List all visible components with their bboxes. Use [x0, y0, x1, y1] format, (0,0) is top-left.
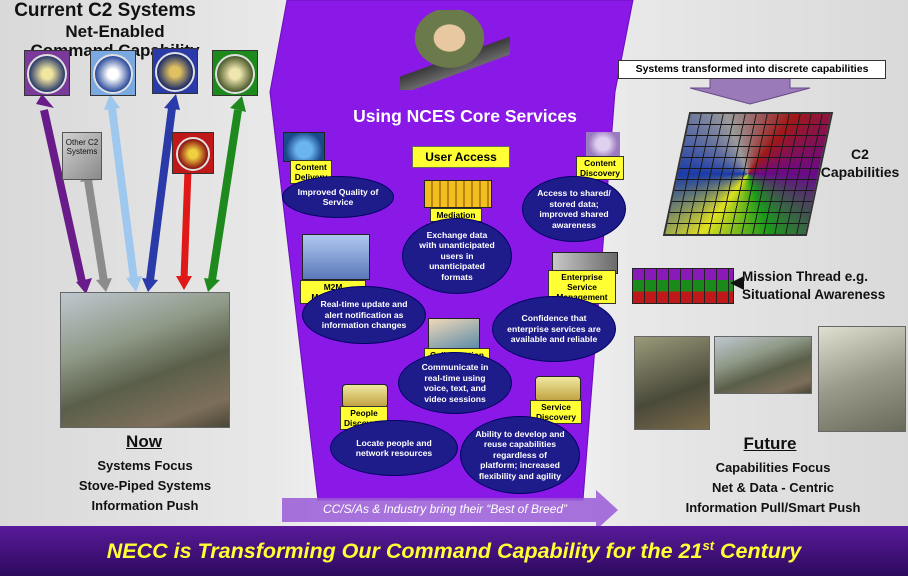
mission-thread-arrow-icon [730, 276, 744, 290]
future-item: Capabilities Focus [715, 460, 831, 475]
command-center-photo-2 [714, 336, 812, 394]
m2m-messaging-bubble: Real-time update and alert notification … [302, 286, 426, 344]
people-discovery-bubble: Locate people and network resources [330, 420, 458, 476]
collaboration-bubble: Communicate in real-time using voice, te… [398, 352, 512, 414]
collaboration-photo [428, 318, 480, 350]
command-center-photo [60, 292, 230, 428]
now-item: Information Push [91, 498, 199, 513]
soldier-photo-2 [818, 326, 906, 432]
service-discovery-book-icon [535, 376, 581, 402]
banner-text: NECC is Transforming Our Command Capabil… [0, 538, 908, 564]
content-discovery-bubble: Access to shared/ stored data; improved … [522, 176, 626, 242]
mediation-icon [424, 180, 492, 208]
navy-seal-icon [152, 48, 198, 94]
people-discovery-book-icon [342, 384, 388, 408]
bottom-banner [0, 526, 908, 576]
future-item: Net & Data - Centric [711, 480, 835, 495]
future-list: Capabilities Focus Net & Data - Centric … [664, 458, 882, 518]
best-of-breed-text: CC/S/As & Industry bring their “Best of … [322, 502, 568, 516]
banner-text-main: NECC is Transforming Our Command Capabil… [106, 539, 703, 564]
mission-thread-label: Mission Thread e.g. Situational Awarenes… [742, 269, 886, 302]
m2m-messaging-icon [302, 234, 370, 280]
current-c2-title: Current C2 Systems [14, 0, 196, 21]
nces-title: Using NCES Core Services [353, 106, 577, 126]
content-discovery-icon [586, 132, 620, 156]
now-list: Systems Focus Stove-Piped Systems Inform… [40, 456, 250, 516]
air-force-seal-icon [90, 50, 136, 96]
other-c2-systems-box: Other C2 Systems [62, 132, 102, 180]
service-discovery-bubble: Ability to develop and reuse capabilitie… [460, 416, 580, 494]
c2-capabilities-label: C2 Capabilities [820, 146, 900, 180]
marines-seal-icon [172, 132, 214, 174]
now-item: Systems Focus [97, 458, 193, 473]
soldier-photo-1 [634, 336, 710, 430]
army-seal-icon [212, 50, 258, 96]
dod-seal-icon [24, 50, 70, 96]
banner-text-end: Century [714, 539, 802, 564]
user-access-label: User Access [412, 146, 510, 168]
globe-icon [283, 132, 325, 162]
mission-thread-blocks [632, 268, 734, 304]
future-item: Information Pull/Smart Push [685, 500, 861, 515]
soldier-laptop-icon [400, 10, 510, 90]
transformed-label: Systems transformed into discrete capabi… [618, 60, 886, 79]
content-delivery-bubble: Improved Quality of Service [282, 176, 394, 218]
now-item: Stove-Piped Systems [78, 478, 212, 493]
banner-text-superscript: st [702, 538, 715, 553]
mediation-bubble: Exchange data with unanticipated users i… [402, 218, 512, 294]
enterprise-service-management-bubble: Confidence that enterprise services are … [492, 296, 616, 362]
now-heading: Now [126, 432, 162, 451]
net-enabled-title-line1: Net-Enabled [65, 22, 165, 41]
c2-capabilities-cube [662, 112, 834, 236]
future-heading: Future [743, 434, 797, 453]
